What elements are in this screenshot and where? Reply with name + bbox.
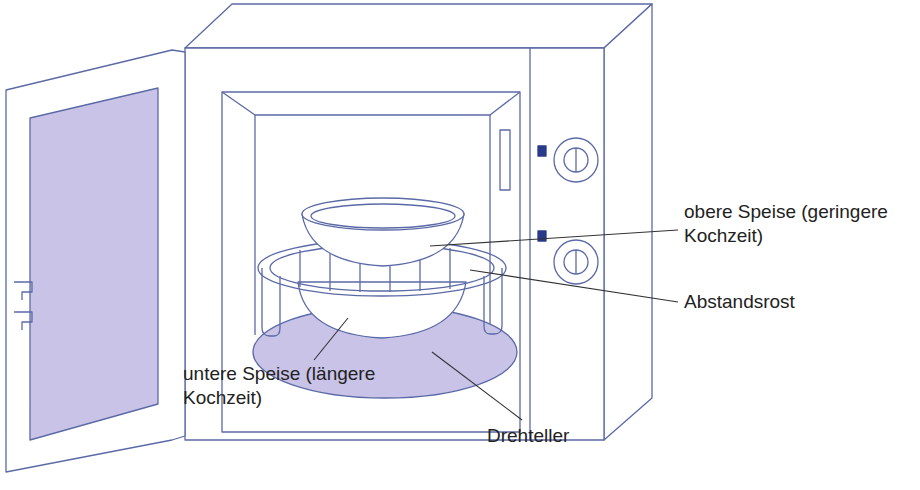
housing-top <box>185 4 652 48</box>
cavity-edge <box>254 115 255 335</box>
upper-dish <box>302 198 464 230</box>
knob <box>554 138 598 182</box>
part-label: Drehteller <box>487 424 667 448</box>
door-window <box>30 88 158 440</box>
leader-line <box>430 230 678 246</box>
cavity-edge <box>222 92 520 115</box>
door-latch <box>14 312 32 330</box>
leader-line <box>432 352 522 420</box>
knob <box>554 240 598 284</box>
part-label: Abstandsrost <box>684 290 884 314</box>
part-label: untere Speise (längere Kochzeit) <box>183 362 378 410</box>
knob <box>564 148 588 172</box>
indicator <box>538 146 546 156</box>
panel-edge <box>529 48 530 440</box>
cavity-edge <box>489 115 490 335</box>
upper-dish <box>311 204 455 228</box>
waveguide-cover <box>500 130 510 190</box>
knob <box>564 250 588 274</box>
knob <box>575 148 576 172</box>
leader-line <box>314 318 348 360</box>
door-latch <box>14 282 32 300</box>
knob <box>575 250 576 274</box>
door <box>6 50 185 472</box>
leader-line <box>470 270 678 302</box>
part-label: obere Speise (geringere Kochzeit) <box>684 200 889 248</box>
housing-side <box>604 4 652 440</box>
